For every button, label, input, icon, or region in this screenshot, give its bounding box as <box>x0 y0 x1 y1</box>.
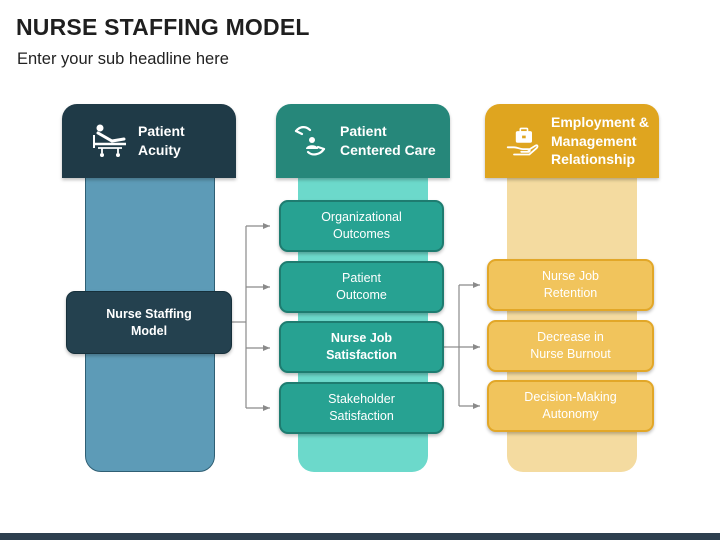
column-header-patient-centered-care: Patient Centered Care <box>276 104 450 178</box>
outcome-box-organizational: Organizational Outcomes <box>279 200 444 252</box>
result-box-burnout: Decrease in Nurse Burnout <box>487 320 654 372</box>
column-label-patient-centered-care: Patient Centered Care <box>340 123 436 158</box>
page-subtitle: Enter your sub headline here <box>17 50 229 68</box>
nurse-staffing-model-box: Nurse Staffing Model <box>66 291 232 354</box>
result-box-autonomy: Decision-Making Autonomy <box>487 380 654 432</box>
column-label-employment-management: Employment & Management Relationship <box>551 114 650 168</box>
hospital-bed-icon <box>93 124 126 157</box>
result-box-retention: Nurse Job Retention <box>487 259 654 311</box>
outcome-box-nurse-job-satisfaction: Nurse Job Satisfaction <box>279 321 444 373</box>
outcome-box-stakeholder: Stakeholder Satisfaction <box>279 382 444 434</box>
bottom-bar <box>0 533 720 540</box>
column-header-employment-management: Employment & Management Relationship <box>485 104 659 178</box>
column-header-patient-acuity: Patient Acuity <box>62 104 236 178</box>
care-hands-icon <box>294 126 326 156</box>
column-label-patient-acuity: Patient Acuity <box>138 123 185 158</box>
briefcase-hand-icon <box>506 127 539 156</box>
page-title: NURSE STAFFING MODEL <box>16 14 310 40</box>
outcome-box-patient: Patient Outcome <box>279 261 444 313</box>
